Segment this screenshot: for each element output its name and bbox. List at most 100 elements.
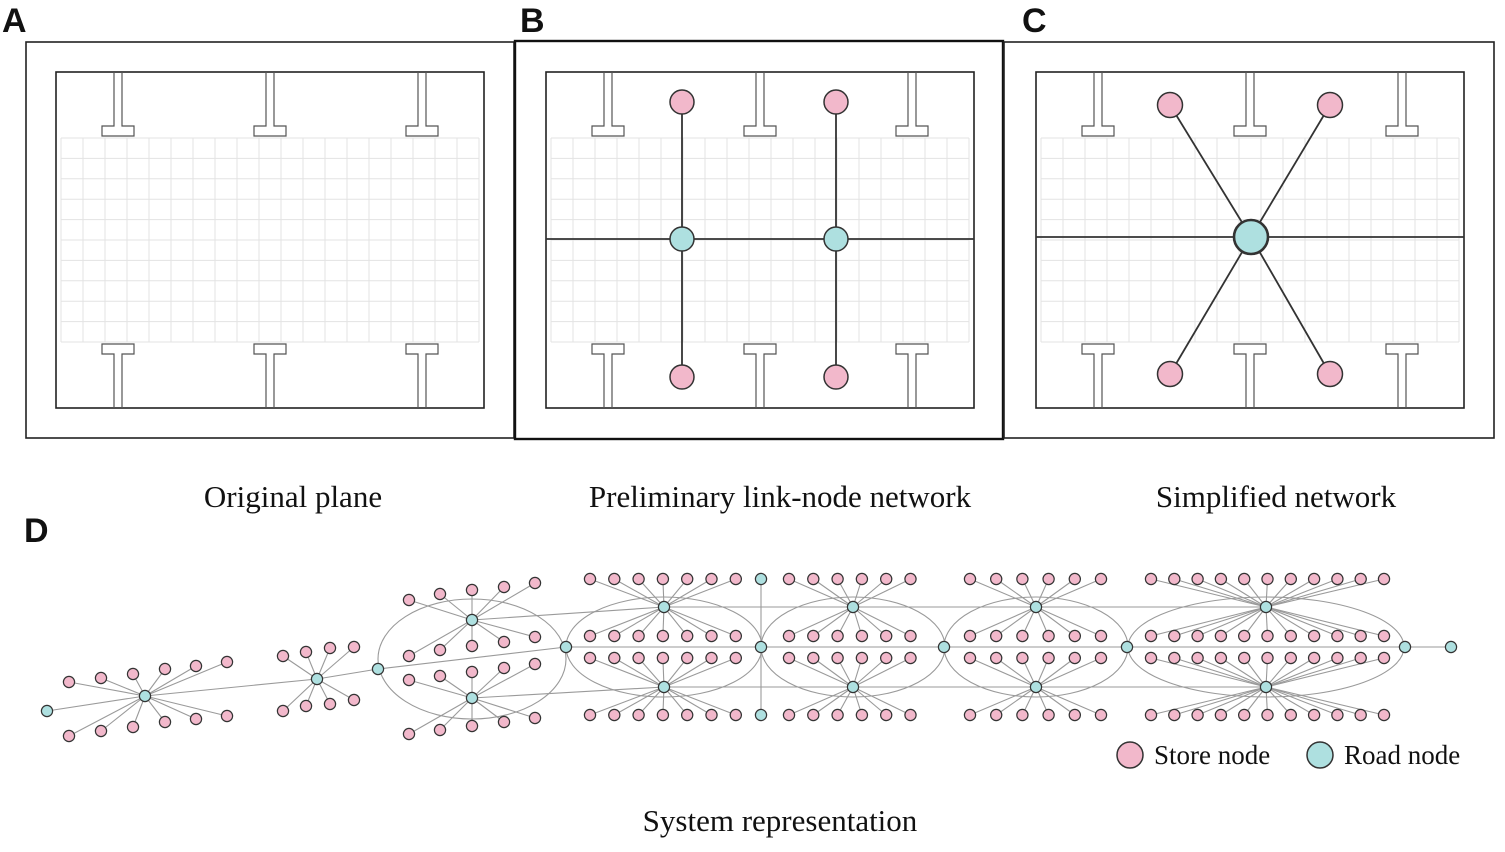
graph-edge	[1174, 578, 1267, 608]
store-node	[1377, 708, 1391, 722]
panel-letter-c: C	[1022, 2, 1047, 40]
graph-edge	[663, 657, 737, 688]
store-node	[904, 708, 917, 722]
panel-c-store-node	[1156, 360, 1184, 388]
store-node	[729, 651, 743, 665]
store-node	[276, 649, 290, 663]
graph-edge	[638, 606, 665, 637]
graph-edge	[614, 686, 665, 716]
store-node	[402, 593, 416, 607]
graph-edge	[614, 657, 665, 688]
graph-edge	[1150, 606, 1267, 637]
store-node	[608, 708, 621, 722]
road-node	[1120, 640, 1134, 654]
store-node	[1354, 651, 1367, 665]
panel-d-nodes	[40, 572, 1458, 743]
store-node	[94, 724, 108, 738]
store-node	[1144, 708, 1158, 722]
graph-edge	[1197, 606, 1267, 637]
road-node	[1029, 680, 1043, 694]
store-node	[904, 651, 917, 665]
panel-a-floor-grid	[60, 137, 480, 343]
graph-edge	[638, 578, 665, 608]
graph-edge	[852, 606, 911, 637]
graph-edge	[471, 697, 536, 719]
shop-wall	[405, 72, 439, 137]
store-node	[681, 572, 694, 586]
panel-c-outer-frame	[1003, 41, 1495, 439]
store-node	[1237, 651, 1251, 665]
store-node	[62, 729, 76, 743]
panel-a-inner-frame	[55, 71, 485, 409]
road-node	[754, 640, 768, 654]
shop-wall	[101, 72, 135, 137]
graph-edge	[589, 657, 665, 688]
graph-edge	[408, 679, 473, 699]
store-node	[528, 576, 542, 590]
shop-wall	[895, 343, 929, 408]
graph-edge	[852, 657, 911, 688]
store-node	[276, 704, 290, 718]
store-node	[1016, 629, 1029, 643]
store-node	[497, 635, 511, 649]
store-node	[807, 572, 820, 586]
store-node	[1144, 629, 1158, 643]
graph-edge	[1035, 686, 1102, 716]
graph-edge	[1035, 606, 1102, 637]
shop-wall	[405, 343, 439, 408]
graph-edge	[1035, 578, 1102, 608]
graph-edge	[144, 678, 318, 697]
panel-b-store-node	[823, 364, 849, 390]
panel-c-store-node	[1316, 91, 1344, 119]
graph-edge	[614, 578, 665, 608]
panel-b-store-node	[669, 89, 695, 115]
graph-edge	[812, 606, 854, 637]
road-node	[1259, 680, 1273, 694]
store-node	[855, 572, 869, 586]
shop-wall	[895, 72, 929, 137]
store-node	[705, 629, 718, 643]
road-node	[1259, 600, 1273, 614]
graph-edge	[439, 697, 473, 731]
store-node	[656, 651, 670, 665]
store-node	[1094, 651, 1108, 665]
store-node	[1068, 708, 1082, 722]
panel-b-road-node	[669, 226, 695, 252]
store-node	[1214, 708, 1228, 722]
graph-edge	[1035, 606, 1076, 637]
panel-c-nodes	[1156, 91, 1344, 388]
graph-link-loop	[377, 598, 567, 720]
store-node	[1237, 708, 1251, 722]
store-node	[831, 572, 844, 586]
graph-edge	[1220, 657, 1267, 688]
legend: Store node Road node	[1116, 740, 1460, 770]
store-node	[831, 651, 844, 665]
road-node	[754, 572, 768, 586]
store-node	[880, 651, 893, 665]
graph-edge	[1220, 606, 1267, 637]
graph-edge	[788, 686, 854, 716]
graph-edge	[852, 578, 887, 608]
graph-edge	[1265, 686, 1292, 716]
panel-c-spoke-link	[1169, 104, 1252, 238]
graph-edge	[1265, 657, 1315, 688]
store-node	[126, 720, 140, 734]
shop-wall	[253, 72, 287, 137]
store-node	[497, 715, 511, 729]
road-node	[465, 691, 479, 705]
store-node	[807, 708, 820, 722]
graph-edge	[638, 686, 665, 716]
graph-edge	[1265, 606, 1292, 637]
graph-edge	[1197, 657, 1267, 688]
panel-b-preliminary-network	[513, 39, 1005, 441]
graph-edge	[144, 661, 228, 697]
store-node	[1068, 651, 1082, 665]
graph-edge	[1150, 686, 1267, 716]
graph-edge	[995, 686, 1037, 716]
store-node	[1307, 629, 1321, 643]
store-node	[158, 715, 172, 729]
graph-edge	[1035, 657, 1102, 688]
graph-edge	[1035, 657, 1076, 688]
store-node	[402, 727, 416, 741]
store-node	[729, 572, 743, 586]
